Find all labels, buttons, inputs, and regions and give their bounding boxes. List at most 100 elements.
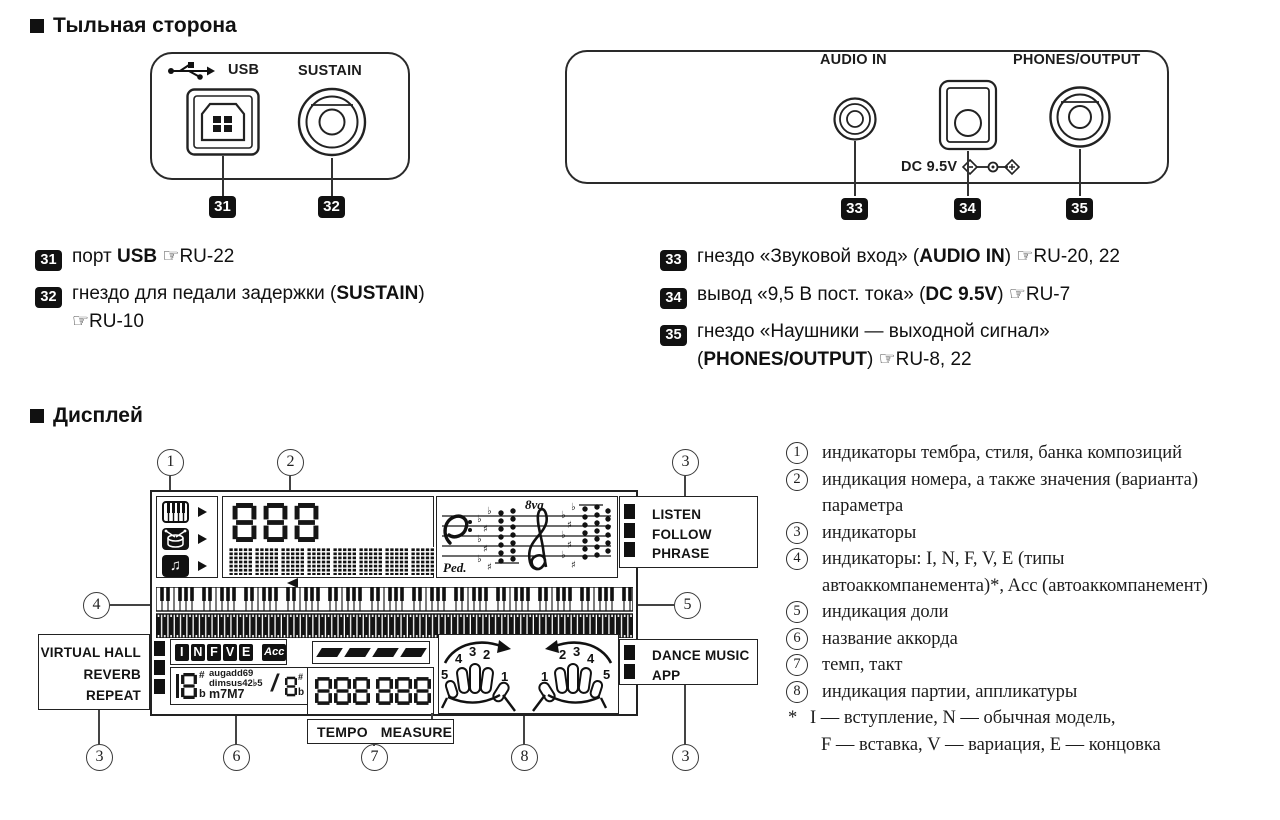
chord-root-sharp: # — [199, 670, 205, 681]
variation-chip: V — [223, 643, 237, 661]
svg-text:♭: ♭ — [561, 530, 566, 541]
chord-root-digit — [181, 673, 197, 699]
desc-text-8: индикация партии, аппликатуры — [822, 681, 1078, 702]
dc-jack-drawing — [938, 79, 998, 151]
chord-bass-digit — [285, 676, 297, 697]
rhythm-arrow-icon — [198, 534, 207, 544]
item-31-text: порт — [72, 246, 117, 267]
desc-num-8: 8 — [786, 680, 808, 703]
item-35-bold: PHONES/OUTPUT — [703, 349, 867, 370]
fingering-hands-drawing: 5 4 3 2 1 1 2 3 — [440, 640, 613, 712]
square-bullet-icon — [30, 19, 44, 33]
desc-text-7: темп, такт — [822, 655, 903, 675]
footnote-line-1: I — вступление, N — обычная модель, — [810, 708, 1116, 728]
measure-label: MEASURE — [380, 723, 453, 740]
virtual-hall-label: VIRTUAL HALL — [40, 645, 141, 660]
display-heading: Дисплей — [30, 404, 143, 428]
dance-music-label: DANCE MUSIC — [652, 648, 750, 663]
callout-badge-31: 31 — [209, 196, 236, 218]
footnote: * I — вступление, N — обычная модель, F … — [786, 705, 1214, 758]
follow-indicator-segment — [624, 523, 635, 538]
accidentals-left: ♭♯♭ ♯♭♭♯ — [477, 506, 492, 573]
callout-5: 5 — [674, 592, 701, 619]
desc-text-5: индикация доли — [822, 602, 949, 622]
desc-text-1: индикаторы тембра, стиля, банка композиц… — [822, 443, 1183, 463]
item-35-post: ) — [866, 349, 879, 370]
beat-bar-1 — [315, 648, 343, 657]
leader-line-31 — [222, 156, 225, 196]
item-34-bold: DC 9.5V — [925, 284, 998, 305]
svg-text:5: 5 — [603, 667, 610, 682]
songbank-notes-icon: ♫ — [162, 555, 189, 577]
desc-num-6: 6 — [786, 627, 808, 650]
app-segment — [624, 664, 635, 679]
svg-text:4: 4 — [455, 651, 463, 666]
phrase-label: PHRASE — [652, 546, 710, 561]
desc-text-4: индикаторы: I, N, F, V, E (типы автоакко… — [822, 549, 1208, 596]
square-bullet-icon — [30, 409, 44, 423]
item-31-badge: 31 — [35, 250, 62, 271]
pedal-mark: Ped. — [443, 560, 466, 575]
acc-chip: Acc — [262, 643, 287, 661]
svg-text:♯: ♯ — [483, 524, 488, 535]
desc-item-1: 1 индикаторы тембра, стиля, банка композ… — [786, 440, 1214, 467]
sustain-jack-drawing — [297, 87, 367, 157]
chord-bass-flat: b — [298, 687, 305, 698]
chord-bass-sharp: # — [298, 672, 304, 682]
item-31-bold: USB — [117, 246, 158, 267]
desc-item-7: 7 темп, такт — [786, 652, 1214, 679]
leader-c3-br — [684, 685, 686, 745]
desc-item-6: 6 название аккорда — [786, 626, 1214, 653]
svg-text:♯: ♯ — [567, 540, 572, 551]
audio-in-jack-drawing — [833, 97, 877, 141]
phrase-indicator-segment — [624, 542, 635, 557]
follow-label: FOLLOW — [652, 526, 712, 542]
lesson-indicator-box — [619, 496, 758, 568]
footnote-mark: * — [788, 708, 798, 728]
tone-row — [162, 501, 207, 523]
tempo-digits — [315, 676, 370, 706]
item-32-bold: SUSTAIN — [336, 283, 419, 304]
svg-text:♭: ♭ — [477, 554, 482, 565]
listen-indicator-segment — [624, 504, 635, 519]
chord-name-box: # b augadd69 dimsus42♭5 m7M7 / # b — [170, 667, 308, 705]
svg-text:5: 5 — [441, 667, 448, 682]
svg-text:♯: ♯ — [571, 560, 576, 571]
beat-indicator-box — [312, 641, 430, 664]
callout-badge-35: 35 — [1066, 198, 1093, 220]
intro-chip: I — [175, 643, 189, 661]
chord-suffix-1: augadd69 — [209, 668, 254, 679]
leader-line-32 — [331, 158, 334, 196]
svg-text:♯: ♯ — [487, 562, 492, 573]
staff-notation-drawing: Ped. 8va ♭♯♭ ♯♭♭♯ ♭♯♭ ♯♭♭♯ — [442, 497, 611, 575]
rhythm-drum-icon — [162, 528, 189, 550]
svg-text:♯: ♯ — [483, 544, 488, 555]
seg-digit — [294, 503, 319, 542]
callout-6: 6 — [223, 744, 250, 771]
chord-suffix-3: m7M7 — [209, 687, 245, 701]
accidentals-right: ♭♯♭ ♯♭♭♯ — [561, 502, 576, 571]
dc-voltage-row: DC 9.5V — [901, 158, 1021, 176]
item-35-text: гнездо «Наушники — выходной сигнал» — [697, 321, 1050, 342]
left-hand: 5 4 3 2 1 — [440, 640, 516, 712]
effect-indicator-box: VIRTUAL HALL REVERB REPEAT — [38, 634, 150, 710]
svg-text:1: 1 — [501, 669, 508, 684]
leader-c1 — [169, 476, 171, 497]
item-33-badge: 33 — [660, 250, 687, 271]
callout-7: 7 — [361, 744, 388, 771]
desc-num-3: 3 — [786, 521, 808, 544]
item-32-text: гнездо для педали задержки ( — [72, 283, 337, 304]
leader-c3-top — [684, 476, 686, 497]
ottava-mark: 8va — [525, 497, 544, 512]
list-item-35-line2: (PHONES/OUTPUT) ☞RU-8, 22 — [697, 348, 972, 371]
chord-root-flat: b — [199, 688, 206, 700]
svg-text:3: 3 — [573, 644, 580, 659]
item-35-ref: ☞RU-8, 22 — [878, 349, 972, 370]
dance-music-indicator-box — [619, 639, 758, 685]
item-33-post: ) — [1004, 246, 1017, 267]
listen-label: LISTEN — [652, 507, 702, 522]
dc-voltage-label: DC 9.5V — [901, 159, 958, 175]
chord-suffix-2: dimsus42♭5 — [209, 677, 263, 689]
note-dots-left — [495, 508, 519, 564]
